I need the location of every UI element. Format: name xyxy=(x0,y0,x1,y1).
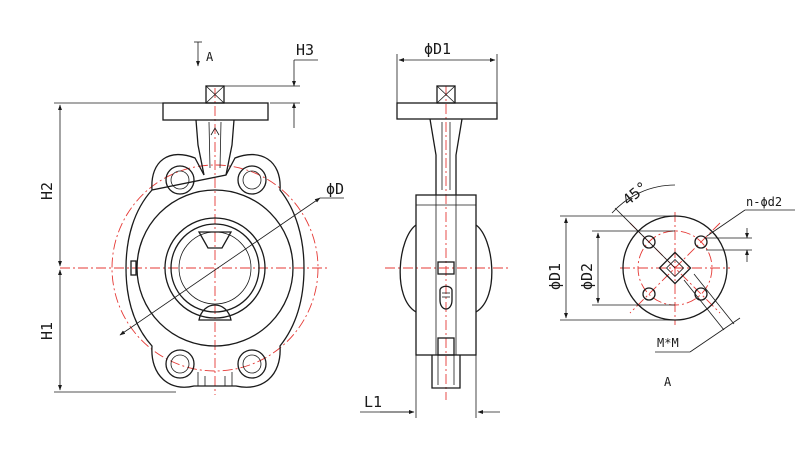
lug-hole-top-left xyxy=(165,165,195,195)
h2-label: H2 xyxy=(38,182,56,200)
lug-hole-bottom-right xyxy=(237,349,267,379)
angle-arc xyxy=(611,184,676,214)
flange-hole-top-right xyxy=(694,235,708,249)
side-view: ϕD1 L1 xyxy=(360,40,510,418)
flange-hole-bottom-right xyxy=(694,287,708,301)
side-stem-block xyxy=(437,261,455,275)
side-disc-right xyxy=(475,224,493,313)
stem-square xyxy=(205,85,225,104)
side-stem-square xyxy=(436,85,456,104)
side-top-flange xyxy=(396,102,498,120)
flange-hole-top-left xyxy=(642,235,656,249)
flange-d1-label: ϕD1 xyxy=(546,263,564,290)
h1-label: H1 xyxy=(38,322,56,340)
h3-label: H3 xyxy=(296,41,314,59)
d-leader xyxy=(119,197,321,336)
flange-view-a: 45° n-ϕd2 ϕD1 ϕD2 M*M A xyxy=(546,178,795,389)
side-neck xyxy=(429,118,463,195)
l1-label: L1 xyxy=(364,393,382,411)
view-a-arrow-label: A xyxy=(206,50,214,64)
angle-label: 45° xyxy=(619,178,651,209)
flange-hole-bottom-left xyxy=(642,287,656,301)
side-disc-left xyxy=(399,224,417,313)
flange-d2-label: ϕD2 xyxy=(578,263,596,290)
nd2-leader xyxy=(706,209,746,237)
mm-label: M*M xyxy=(657,336,679,350)
view-a-label: A xyxy=(664,375,672,389)
side-lower-block xyxy=(437,337,455,356)
side-bottom-stub xyxy=(431,355,461,389)
top-flange-plate xyxy=(162,102,269,121)
side-d1-label: ϕD1 xyxy=(424,40,451,58)
lug-hole-bottom-left xyxy=(165,349,195,379)
side-pin xyxy=(439,285,453,310)
mm-leader xyxy=(683,279,725,331)
front-view: ϕD A H3 H2 H1 xyxy=(38,41,344,395)
d-label: ϕD xyxy=(326,180,344,198)
lug-hole-top-right xyxy=(237,165,267,195)
nd2-label: n-ϕd2 xyxy=(746,195,782,209)
neck xyxy=(195,119,235,176)
